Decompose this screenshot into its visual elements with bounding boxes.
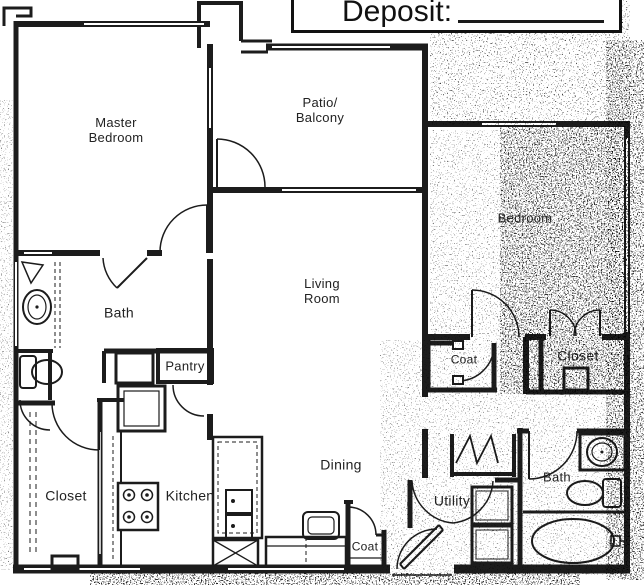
door-swing-icon	[102, 257, 148, 289]
door-swing-icon	[172, 384, 205, 417]
room-label-coat-hall: Coat	[450, 352, 478, 367]
refrigerator-icon	[116, 384, 167, 433]
room-label-utility: Utility	[433, 492, 471, 509]
room-label-kitchen: Kitchen	[165, 487, 215, 504]
master-bedroom-line2: Bedroom	[88, 130, 144, 145]
patio-line1: Patio/	[302, 95, 338, 110]
room-label-bath-master: Bath	[104, 304, 134, 321]
room-label-living: Living Room	[304, 276, 340, 306]
sink-icon	[20, 261, 61, 348]
deposit-form-box: Deposit:	[291, 0, 622, 33]
room-label-bath-second: Bath	[543, 469, 571, 485]
room-label-closet-bedroom: Closet	[557, 347, 599, 364]
closet-rod-icon	[29, 412, 80, 571]
kitchen-sink-icon	[211, 435, 264, 540]
door-swing-icon	[216, 138, 266, 188]
patio-line2: Balcony	[295, 110, 345, 125]
door-swing-icon	[19, 399, 51, 431]
door-swing-icon	[159, 204, 208, 253]
room-label-pantry: Pantry	[165, 358, 205, 374]
door-swing-icon	[51, 402, 100, 451]
room-label-patio: Patio/ Balcony	[296, 95, 344, 125]
door-swing-icon	[347, 506, 377, 536]
living-line2: Room	[304, 291, 340, 306]
deposit-label: Deposit:	[342, 0, 453, 28]
pantry-box	[156, 348, 214, 384]
living-line1: Living	[304, 276, 340, 291]
room-label-coat-entry: Coat	[351, 539, 379, 554]
water-heater-icon	[114, 351, 155, 385]
room-label-bedroom: Bedroom	[497, 210, 553, 226]
stove-icon	[112, 432, 160, 566]
room-label-master-bedroom: Master Bedroom	[89, 115, 144, 145]
room-label-dining: Dining	[320, 456, 362, 473]
bar-seat-icon	[264, 511, 348, 568]
dishwasher-icon	[211, 538, 260, 568]
room-label-closet-left: Closet	[45, 487, 87, 504]
master-bedroom-line1: Master	[95, 115, 137, 130]
toilet-icon	[19, 355, 63, 389]
deposit-blank-line[interactable]	[458, 12, 605, 23]
